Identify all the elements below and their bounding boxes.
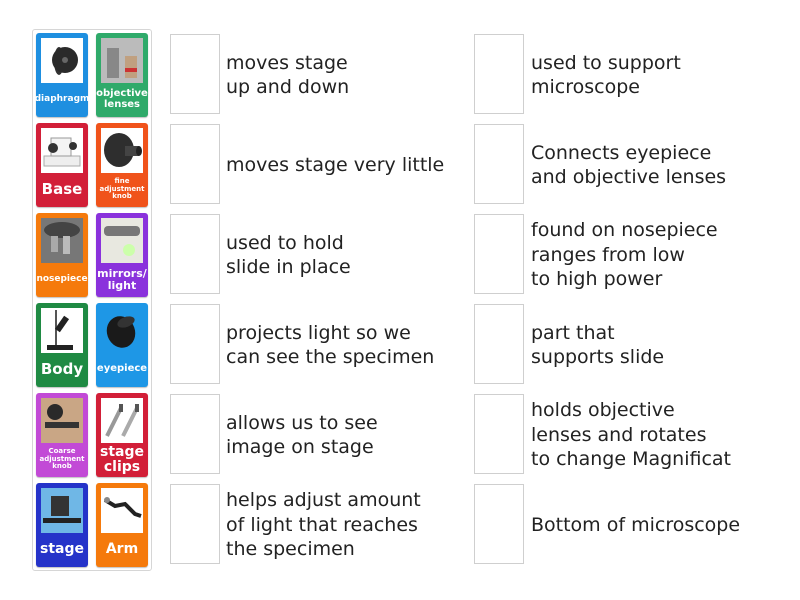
drop-slot[interactable]: [474, 484, 524, 564]
stage-clips-image: [101, 398, 143, 443]
tile-label: Body: [40, 359, 84, 378]
drop-slot[interactable]: [474, 304, 524, 384]
objective-lenses-image: [101, 38, 143, 83]
tile-label: nosepiece: [36, 273, 88, 284]
tile-nosepiece[interactable]: nosepiece: [36, 213, 88, 297]
stage-image: [41, 488, 83, 533]
tile-base[interactable]: Base: [36, 123, 88, 207]
definition-text: part that supports slide: [531, 321, 665, 369]
tile-eyepiece[interactable]: eyepiece: [96, 303, 148, 387]
arm-image: [101, 488, 143, 533]
tile-label: stage: [40, 541, 84, 558]
definition-text: projects light so we can see the specime…: [226, 321, 435, 369]
tile-stage[interactable]: stage: [36, 483, 88, 567]
tile-label: mirrors/ light: [97, 266, 147, 292]
definition-text: helps adjust amount of light that reache…: [226, 489, 421, 561]
definition-text: used to hold slide in place: [226, 231, 351, 279]
drop-slot[interactable]: [474, 124, 524, 204]
definition-text: holds objective lenses and rotates to ch…: [531, 399, 732, 471]
tile-label: fine adjustment knob: [99, 177, 145, 201]
tile-tray: [32, 29, 152, 571]
drop-slot[interactable]: [474, 214, 524, 294]
drop-slot[interactable]: [170, 484, 220, 564]
tile-label: objective lenses: [96, 88, 148, 110]
tile-label: Coarse adjustment knob: [39, 447, 85, 471]
drop-slot[interactable]: [474, 34, 524, 114]
tile-label: stage clips: [100, 443, 144, 475]
tile-body[interactable]: Body: [36, 303, 88, 387]
fine-adjustment-knob-image: [101, 128, 143, 173]
tile-label: Base: [41, 179, 83, 198]
tile-label: Arm: [105, 541, 139, 558]
base-image: [41, 128, 83, 173]
tile-arm[interactable]: Arm: [96, 483, 148, 567]
definition-text: allows us to see image on stage: [226, 411, 378, 459]
definition-text: moves stage up and down: [226, 51, 350, 99]
tile-diaphragm[interactable]: diaphragm: [34, 33, 90, 117]
eyepiece-image: [101, 308, 143, 353]
body-image: [41, 308, 83, 353]
drop-slot[interactable]: [170, 124, 220, 204]
definition-text: moves stage very little: [226, 153, 445, 176]
drop-slot[interactable]: [170, 214, 220, 294]
definition-text: found on nosepiece ranges from low to hi…: [531, 219, 718, 291]
tile-stage-clips[interactable]: stage clips: [96, 393, 148, 477]
coarse-adjustment-knob-image: [41, 398, 83, 443]
drop-slot[interactable]: [474, 394, 524, 474]
definition-text: Bottom of microscope: [531, 513, 741, 536]
nosepiece-image: [41, 218, 83, 263]
tile-objective-lenses[interactable]: objective lenses: [96, 33, 148, 117]
drop-slot[interactable]: [170, 34, 220, 114]
mirrors-light-image: [101, 218, 143, 263]
tile-coarse-adjustment-knob[interactable]: Coarse adjustment knob: [36, 393, 88, 477]
tile-mirrors-light[interactable]: mirrors/ light: [96, 213, 148, 297]
tile-fine-adjustment-knob[interactable]: fine adjustment knob: [96, 123, 148, 207]
diaphragm-image: [41, 38, 83, 83]
drop-slot[interactable]: [170, 304, 220, 384]
drop-slot[interactable]: [170, 394, 220, 474]
definition-text: Connects eyepiece and objective lenses: [531, 141, 727, 189]
tile-label: eyepiece: [96, 363, 148, 375]
definition-text: used to support microscope: [531, 51, 681, 99]
tile-label: diaphragm: [34, 93, 90, 104]
